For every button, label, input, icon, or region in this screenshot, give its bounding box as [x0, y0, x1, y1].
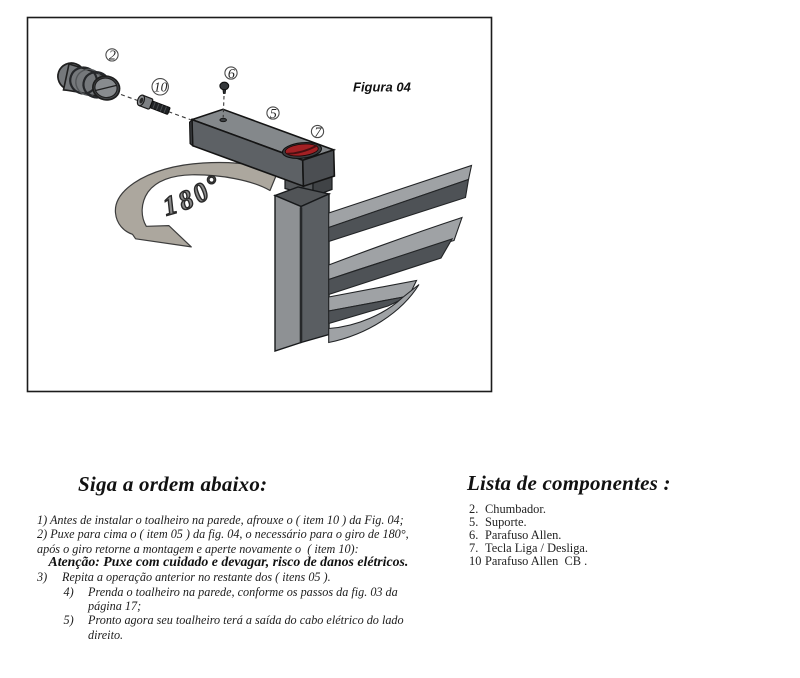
svg-text:7: 7	[314, 125, 322, 140]
svg-text:6: 6	[228, 67, 235, 82]
svg-text:10: 10	[154, 80, 168, 95]
svg-text:5: 5	[270, 107, 277, 122]
svg-text:Figura 04: Figura 04	[353, 80, 412, 95]
svg-text:2: 2	[109, 49, 116, 64]
